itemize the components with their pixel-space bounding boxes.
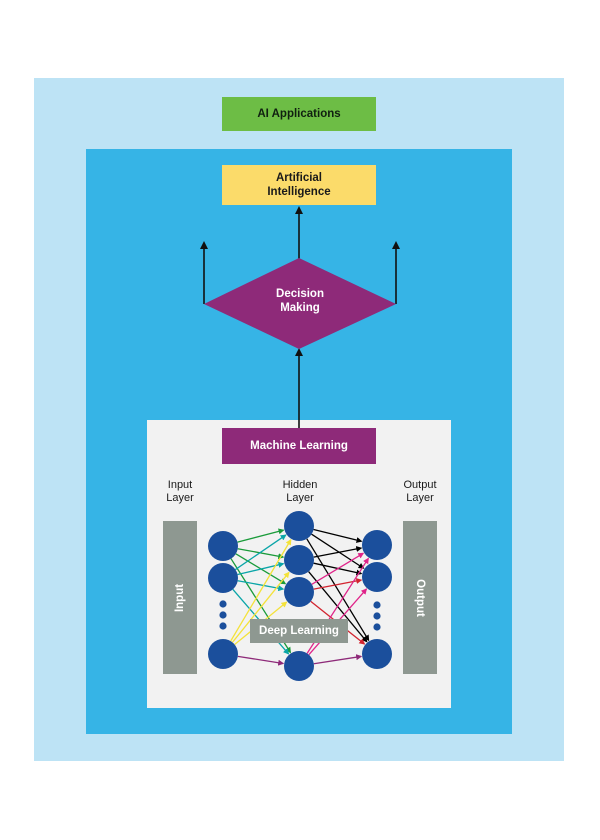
hidden-layer-label: Hidden Layer xyxy=(282,479,318,504)
edge-input-2-hidden-1 xyxy=(235,534,287,571)
input-node-1 xyxy=(208,531,238,561)
input-ellipsis-dot-3 xyxy=(219,622,227,630)
edge-input-1-hidden-1 xyxy=(237,528,285,543)
edge-hidden-1-output-3 xyxy=(306,538,370,642)
machine-learning-box: Machine Learning xyxy=(222,428,376,464)
input-ellipsis-dot-1 xyxy=(219,600,227,608)
output-ellipsis-dot-1 xyxy=(373,601,381,609)
artificial-intelligence-label: Artificial Intelligence xyxy=(267,172,331,198)
output-ellipsis-dot-2 xyxy=(373,612,381,620)
hidden-node-3 xyxy=(284,577,314,607)
input-ellipsis-dot-2 xyxy=(219,611,227,619)
hidden-node-1 xyxy=(284,511,314,541)
edge-hidden-4-output-3 xyxy=(313,654,363,665)
machine-learning-label: Machine Learning xyxy=(250,440,348,452)
ai-applications-box: AI Applications xyxy=(222,97,376,131)
edge-input-3-hidden-4 xyxy=(237,655,285,666)
output-layer-label: Output Layer xyxy=(403,479,437,504)
output-bar: Output xyxy=(403,521,437,674)
decision-making-diamond xyxy=(204,258,396,349)
decision-making-label: Decision Making xyxy=(276,288,324,314)
output-node-2 xyxy=(362,562,392,592)
edge-input-2-hidden-3 xyxy=(237,580,285,592)
input-layer-label: Input Layer xyxy=(166,479,194,504)
input-bar: Input xyxy=(163,521,197,674)
decision-making-text: Decision Making xyxy=(240,284,360,318)
edge-hidden-1-output-2 xyxy=(311,533,365,569)
network-nodes xyxy=(208,511,392,669)
ai-applications-label: AI Applications xyxy=(257,108,341,120)
edge-hidden-3-output-1 xyxy=(311,552,365,585)
edge-input-3-hidden-1 xyxy=(230,538,292,642)
output-ellipsis-dot-3 xyxy=(373,623,381,631)
input-node-3 xyxy=(208,639,238,669)
edge-hidden-1-output-1 xyxy=(313,528,363,543)
edge-input-3-hidden-2 xyxy=(231,571,290,643)
edge-hidden-2-output-1 xyxy=(313,546,363,558)
output-node-1 xyxy=(362,530,392,560)
deep-learning-box: Deep Learning xyxy=(250,619,348,643)
hidden-node-2 xyxy=(284,545,314,575)
hidden-node-4 xyxy=(284,651,314,681)
input-node-2 xyxy=(208,563,238,593)
deep-learning-label: Deep Learning xyxy=(259,625,339,637)
artificial-intelligence-box: Artificial Intelligence xyxy=(222,165,376,205)
output-node-3 xyxy=(362,639,392,669)
